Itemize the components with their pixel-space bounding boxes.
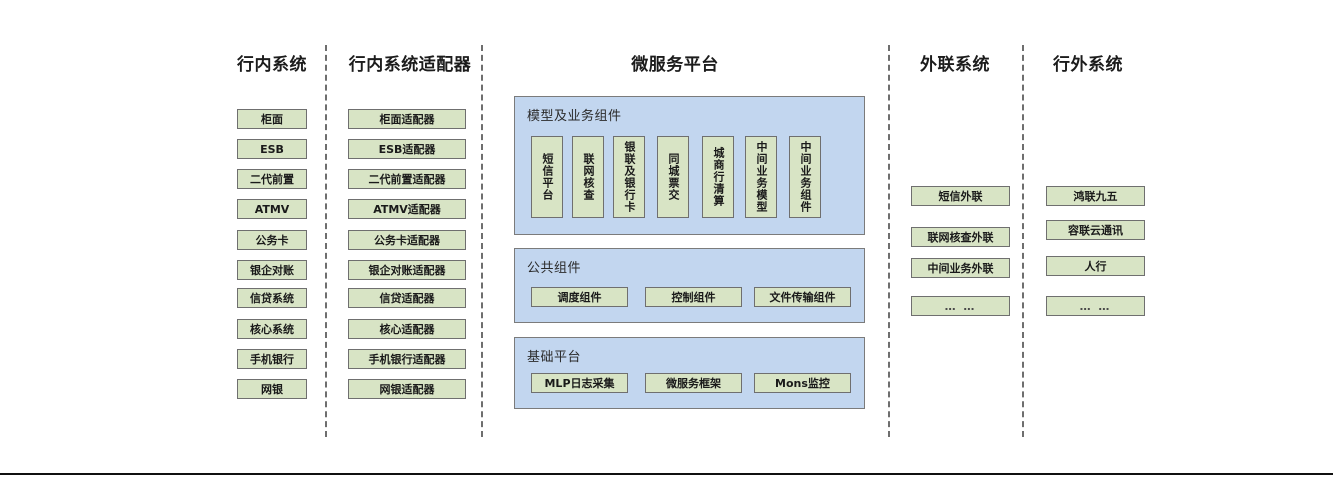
node-outside-bank-1[interactable]: 鸿联九五 bbox=[1046, 186, 1145, 206]
bottom-divider-rule bbox=[0, 473, 1333, 475]
node-outside-bank-more[interactable]: … … bbox=[1046, 296, 1145, 316]
node-internal-system-4[interactable]: ATMV bbox=[237, 199, 307, 219]
node-public-component-3[interactable]: 文件传输组件 bbox=[754, 287, 851, 307]
node-basic-platform-2[interactable]: 微服务框架 bbox=[645, 373, 742, 393]
column-title-external-link-systems: 外联系统 bbox=[920, 55, 990, 75]
node-internal-system-1[interactable]: 柜面 bbox=[237, 109, 307, 129]
node-internal-system-3[interactable]: 二代前置 bbox=[237, 169, 307, 189]
node-public-component-2[interactable]: 控制组件 bbox=[645, 287, 742, 307]
node-internal-adapter-8[interactable]: 核心适配器 bbox=[348, 319, 466, 339]
column-title-outside-bank-systems: 行外系统 bbox=[1053, 55, 1123, 75]
node-internal-adapter-9[interactable]: 手机银行适配器 bbox=[348, 349, 466, 369]
node-model-component-5[interactable]: 城商行清算 bbox=[702, 136, 734, 218]
node-basic-platform-1[interactable]: MLP日志采集 bbox=[531, 373, 628, 393]
divider-3 bbox=[888, 45, 890, 437]
node-internal-system-6[interactable]: 银企对账 bbox=[237, 260, 307, 280]
divider-2 bbox=[481, 45, 483, 437]
node-public-component-1[interactable]: 调度组件 bbox=[531, 287, 628, 307]
node-internal-system-2[interactable]: ESB bbox=[237, 139, 307, 159]
node-model-component-4[interactable]: 同城票交 bbox=[657, 136, 689, 218]
node-model-component-6[interactable]: 中间业务模型 bbox=[745, 136, 777, 218]
node-outside-bank-3[interactable]: 人行 bbox=[1046, 256, 1145, 276]
node-internal-system-7[interactable]: 信贷系统 bbox=[237, 288, 307, 308]
node-internal-system-8[interactable]: 核心系统 bbox=[237, 319, 307, 339]
node-internal-system-9[interactable]: 手机银行 bbox=[237, 349, 307, 369]
node-internal-adapter-6[interactable]: 银企对账适配器 bbox=[348, 260, 466, 280]
node-internal-adapter-3[interactable]: 二代前置适配器 bbox=[348, 169, 466, 189]
node-internal-system-5[interactable]: 公务卡 bbox=[237, 230, 307, 250]
panel-title-public-components: 公共组件 bbox=[527, 261, 582, 276]
node-external-link-2[interactable]: 联网核查外联 bbox=[911, 227, 1010, 247]
node-external-link-3[interactable]: 中间业务外联 bbox=[911, 258, 1010, 278]
panel-public-components: 公共组件 bbox=[514, 248, 865, 323]
divider-1 bbox=[325, 45, 327, 437]
divider-4 bbox=[1022, 45, 1024, 437]
node-model-component-3[interactable]: 银联及银行卡 bbox=[613, 136, 645, 218]
node-model-component-7[interactable]: 中间业务组件 bbox=[789, 136, 821, 218]
column-title-internal-adapters: 行内系统适配器 bbox=[348, 55, 472, 75]
node-internal-adapter-2[interactable]: ESB适配器 bbox=[348, 139, 466, 159]
node-internal-adapter-7[interactable]: 信贷适配器 bbox=[348, 288, 466, 308]
node-internal-adapter-10[interactable]: 网银适配器 bbox=[348, 379, 466, 399]
node-basic-platform-3[interactable]: Mons监控 bbox=[754, 373, 851, 393]
panel-title-basic-platform: 基础平台 bbox=[527, 350, 582, 365]
node-model-component-2[interactable]: 联网核查 bbox=[572, 136, 604, 218]
column-title-internal-systems: 行内系统 bbox=[237, 55, 307, 75]
node-outside-bank-2[interactable]: 容联云通讯 bbox=[1046, 220, 1145, 240]
node-model-component-1[interactable]: 短信平台 bbox=[531, 136, 563, 218]
column-title-microservice-platform: 微服务平台 bbox=[631, 55, 719, 75]
node-internal-adapter-1[interactable]: 柜面适配器 bbox=[348, 109, 466, 129]
panel-title-model-business-components: 模型及业务组件 bbox=[527, 109, 622, 124]
node-internal-adapter-5[interactable]: 公务卡适配器 bbox=[348, 230, 466, 250]
node-internal-system-10[interactable]: 网银 bbox=[237, 379, 307, 399]
node-internal-adapter-4[interactable]: ATMV适配器 bbox=[348, 199, 466, 219]
node-external-link-1[interactable]: 短信外联 bbox=[911, 186, 1010, 206]
node-external-link-more[interactable]: … … bbox=[911, 296, 1010, 316]
